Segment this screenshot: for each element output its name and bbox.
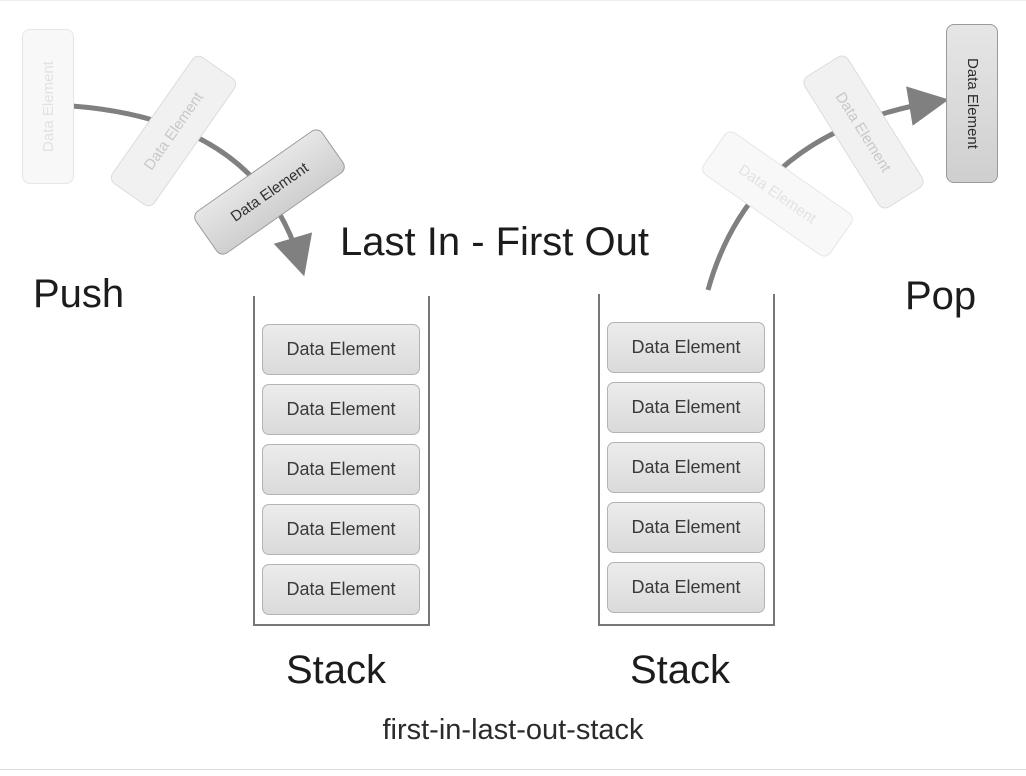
diagram-title: Last In - First Out bbox=[340, 220, 649, 264]
image-caption: first-in-last-out-stack bbox=[382, 714, 644, 746]
pop-arrow bbox=[705, 86, 949, 291]
pop-label: Pop bbox=[905, 274, 977, 318]
bottom-divider bbox=[0, 769, 1026, 770]
right-stack-element: Data Element bbox=[607, 322, 765, 373]
left-stack: Data Element Data Element Data Element D… bbox=[253, 296, 430, 626]
right-stack-element: Data Element bbox=[607, 502, 765, 553]
right-stack-label: Stack bbox=[630, 648, 731, 692]
left-stack-label: Stack bbox=[286, 648, 387, 692]
push-tile-1: Data Element bbox=[22, 29, 74, 184]
right-stack-element: Data Element bbox=[607, 382, 765, 433]
push-label: Push bbox=[33, 272, 125, 316]
right-stack: Data Element Data Element Data Element D… bbox=[598, 294, 775, 626]
left-stack-element: Data Element bbox=[262, 384, 420, 435]
pop-tile-3: Data Element bbox=[946, 24, 998, 183]
push-arrow bbox=[71, 103, 313, 277]
right-stack-element: Data Element bbox=[607, 562, 765, 613]
right-stack-element: Data Element bbox=[607, 442, 765, 493]
push-tile-1-label: Data Element bbox=[39, 61, 57, 152]
left-stack-element: Data Element bbox=[262, 444, 420, 495]
left-stack-element: Data Element bbox=[262, 504, 420, 555]
pop-tile-3-label: Data Element bbox=[963, 58, 981, 149]
top-divider bbox=[0, 0, 1026, 1]
left-stack-element: Data Element bbox=[262, 564, 420, 615]
left-stack-element: Data Element bbox=[262, 324, 420, 375]
